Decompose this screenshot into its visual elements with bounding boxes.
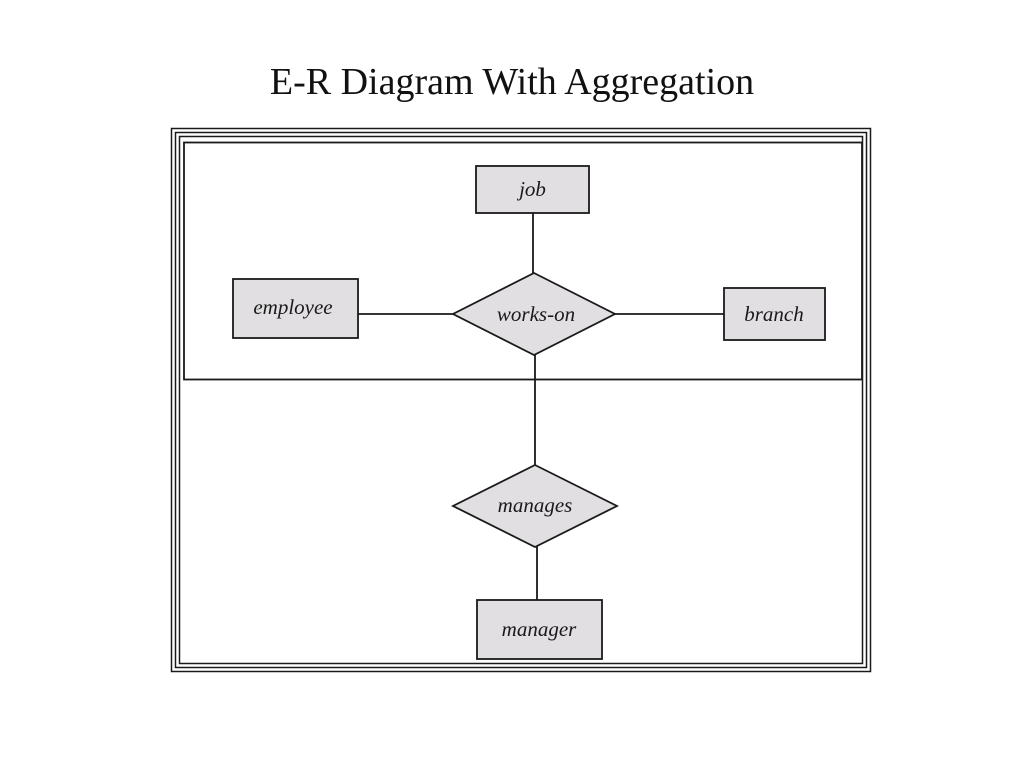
entity-branch[interactable]: branch (723, 287, 826, 341)
entity-manager-label: manager (502, 617, 577, 641)
aggregation-box (183, 141, 863, 381)
relationship-manages[interactable]: manages (450, 463, 620, 549)
relationship-works-on[interactable]: works-on (451, 271, 617, 357)
entity-branch-label: branch (744, 302, 804, 326)
entity-employee[interactable]: employee (232, 278, 359, 339)
entity-job[interactable]: job (475, 165, 590, 214)
entity-employee-label: employee (253, 295, 332, 319)
relationship-manages-label: manages (498, 493, 573, 517)
relationship-works-on-label: works-on (497, 302, 575, 326)
diagram-frame (170, 127, 872, 673)
slide-title: E-R Diagram With Aggregation (269, 61, 755, 103)
entity-manager[interactable]: manager (476, 599, 603, 660)
connector-lines (358, 213, 724, 600)
entity-job-label: job (516, 177, 546, 201)
